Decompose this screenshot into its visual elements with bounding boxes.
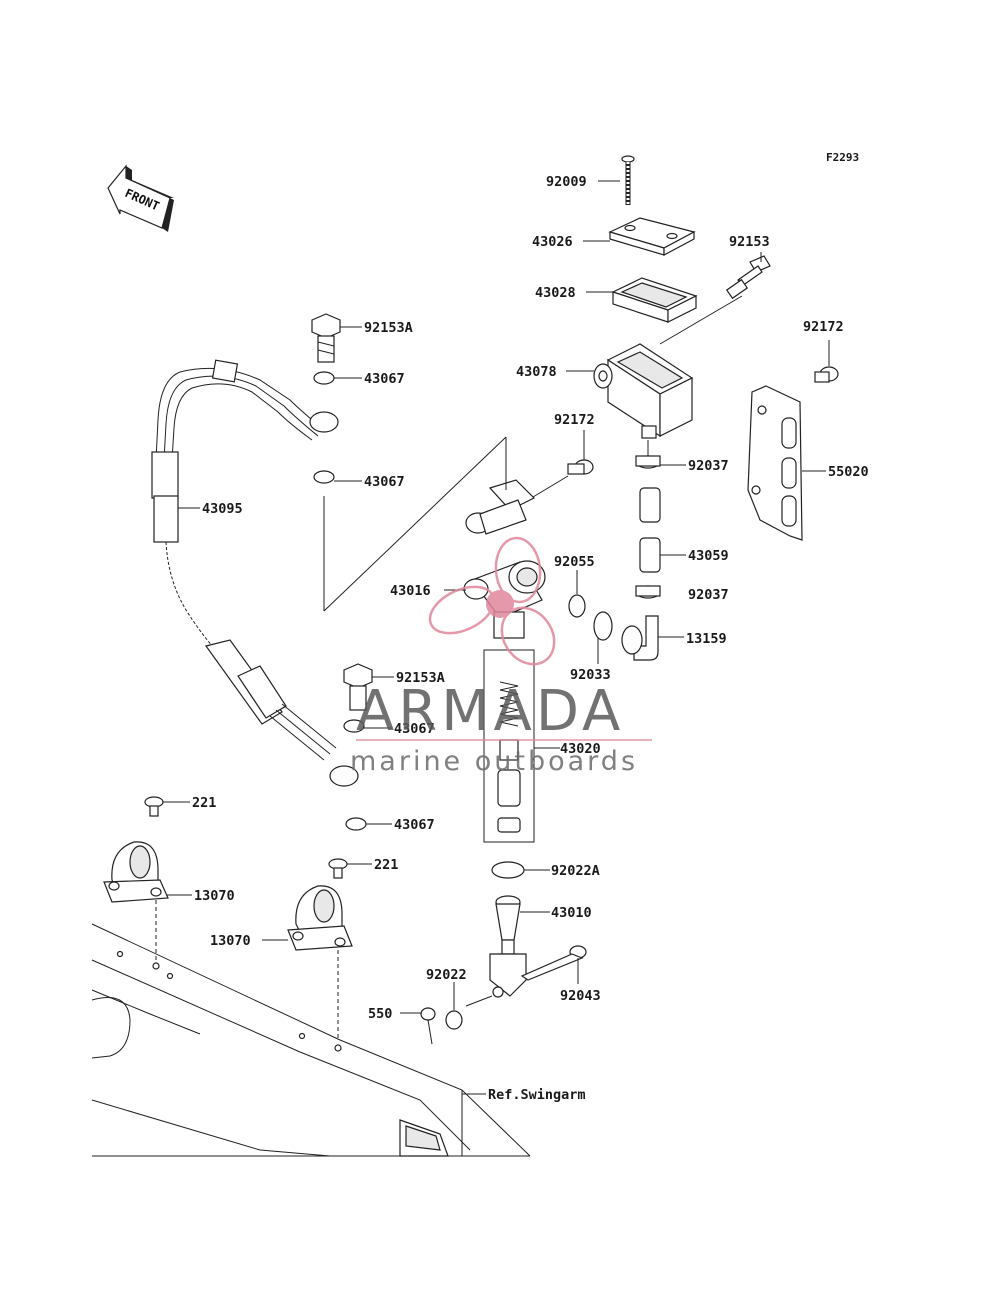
washer-92022-icon: [445, 1010, 463, 1030]
circlip-92033-icon: [593, 611, 613, 641]
label-92055: 92055: [554, 554, 595, 570]
elbow-13159-icon: [621, 615, 659, 661]
screw-221-b-icon: [328, 858, 348, 879]
figure-code: F2293: [826, 151, 859, 164]
label-13070-a: 13070: [194, 888, 235, 904]
front-arrow-icon: FRONT: [107, 164, 174, 232]
watermark: ARMADA marine outboards: [350, 536, 652, 777]
spring-43020-icon: [499, 681, 519, 727]
banjo-bolt-92153A-bottom-icon: [343, 663, 373, 711]
hose-43059-b-icon: [639, 537, 661, 573]
label-43067-1: 43067: [364, 371, 405, 387]
label-92009: 92009: [546, 174, 587, 190]
label-43067-4: 43067: [394, 817, 435, 833]
washer-43067-2-icon: [313, 470, 335, 484]
label-92153: 92153: [729, 234, 770, 250]
label-43078: 43078: [516, 364, 557, 380]
label-92033: 92033: [570, 667, 611, 683]
label-43026: 43026: [532, 234, 573, 250]
pin-92043-icon: [520, 945, 587, 981]
label-92022A: 92022A: [551, 863, 600, 879]
label-13070-b: 13070: [210, 933, 251, 949]
oring-92055-icon: [568, 594, 586, 618]
watermark-brand: ARMADA: [356, 679, 624, 744]
label-221-a: 221: [192, 795, 216, 811]
label-92153A-bottom: 92153A: [396, 670, 445, 686]
pushrod-43010-icon: [489, 895, 527, 998]
label-92172-right: 92172: [803, 319, 844, 335]
hose-43059-a-icon: [639, 487, 661, 523]
cotter-pin-550-icon: [420, 1007, 436, 1045]
label-43028: 43028: [535, 285, 576, 301]
washer-43067-4-icon: [345, 817, 367, 831]
label-43095: 43095: [202, 501, 243, 517]
washer-43067-3-icon: [343, 719, 365, 733]
label-43067-3: 43067: [394, 721, 435, 737]
bolt-92172-icon: [814, 366, 839, 383]
clamp-13070-a-icon: [103, 841, 169, 903]
label-92172-center: 92172: [554, 412, 595, 428]
watermark-tagline: marine outboards: [350, 746, 638, 777]
label-550: 550: [368, 1006, 392, 1022]
label-13159: 13159: [686, 631, 727, 647]
screw-92009-icon: [621, 155, 635, 205]
label-ref-swingarm: Ref.Swingarm: [488, 1087, 586, 1103]
propeller-logo-icon: [428, 536, 556, 666]
washer-43067-1-icon: [313, 371, 335, 385]
label-92037-bottom: 92037: [688, 587, 729, 603]
label-43016: 43016: [390, 583, 431, 599]
label-221-b: 221: [374, 857, 398, 873]
circlip-92022A-icon: [491, 861, 525, 879]
master-cylinder-43078-icon: [593, 343, 694, 439]
label-43067-2: 43067: [364, 474, 405, 490]
screw-221-a-icon: [144, 796, 164, 817]
label-55020: 55020: [828, 464, 869, 480]
banjo-bolt-92153A-top-icon: [311, 313, 341, 363]
label-92022: 92022: [426, 967, 467, 983]
label-92043: 92043: [560, 988, 601, 1004]
swingarm-icon: [91, 923, 531, 1157]
bolt-92172-center-icon: [567, 459, 594, 475]
label-92037-top: 92037: [688, 458, 729, 474]
bolt-92153-icon: [725, 255, 771, 300]
label-43059: 43059: [688, 548, 729, 564]
guard-55020-icon: [747, 385, 803, 541]
clamp-13070-b-icon: [287, 885, 353, 951]
label-43010: 43010: [551, 905, 592, 921]
label-43020: 43020: [560, 741, 601, 757]
label-92153A-top: 92153A: [364, 320, 413, 336]
hose-43095-icon: [151, 359, 359, 787]
